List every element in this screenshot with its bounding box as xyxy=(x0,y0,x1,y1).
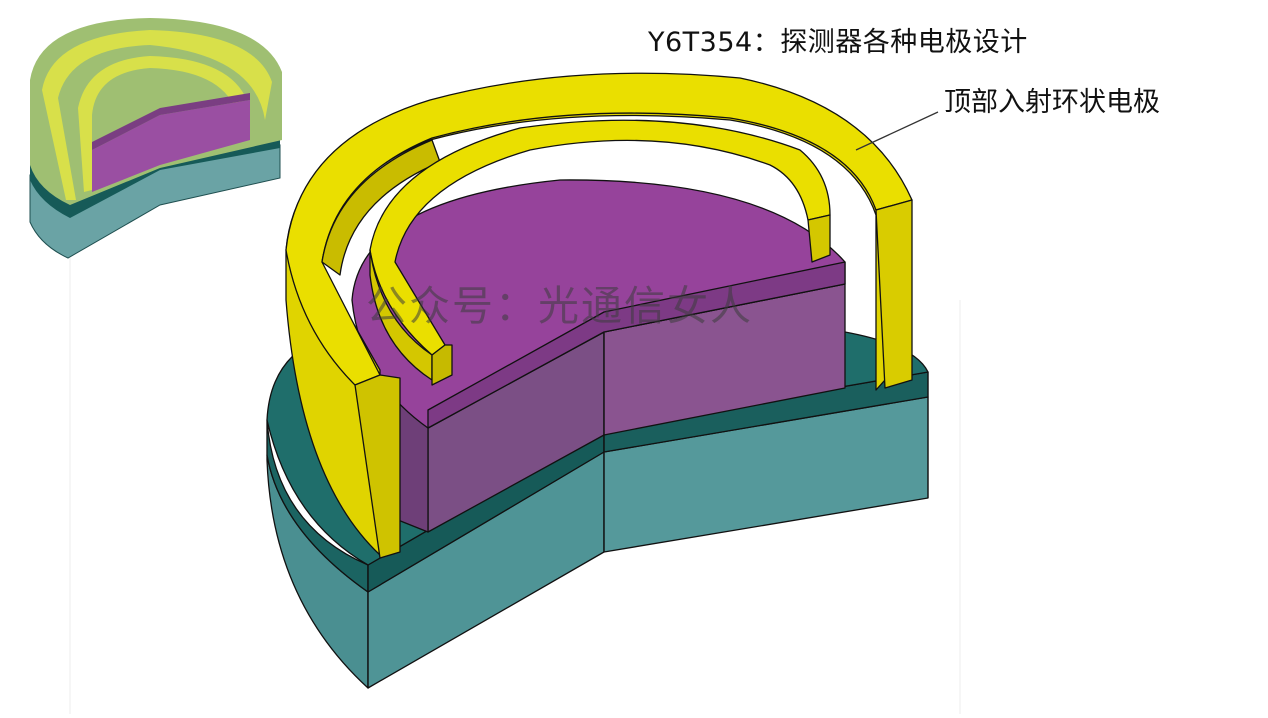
inner-ring-end-left xyxy=(431,344,453,386)
absorber-top-edge xyxy=(427,261,846,429)
inner-ring-top xyxy=(369,119,831,356)
callout-leader-line xyxy=(855,111,939,151)
watermark-text: 公众号：光通信女人 xyxy=(366,282,753,330)
inner-ring-end-right xyxy=(807,214,831,263)
outer-ring-end-left xyxy=(354,374,401,559)
outer-ring-inner-face xyxy=(321,139,441,276)
thumbnail-detector xyxy=(29,18,282,259)
outer-ring-end-right xyxy=(875,199,913,389)
diagram-title: Y6T354：探测器各种电极设计 xyxy=(648,27,1028,58)
main-detector xyxy=(266,72,929,689)
callout-label-ring-electrode: 顶部入射环状电极 xyxy=(944,87,1160,118)
